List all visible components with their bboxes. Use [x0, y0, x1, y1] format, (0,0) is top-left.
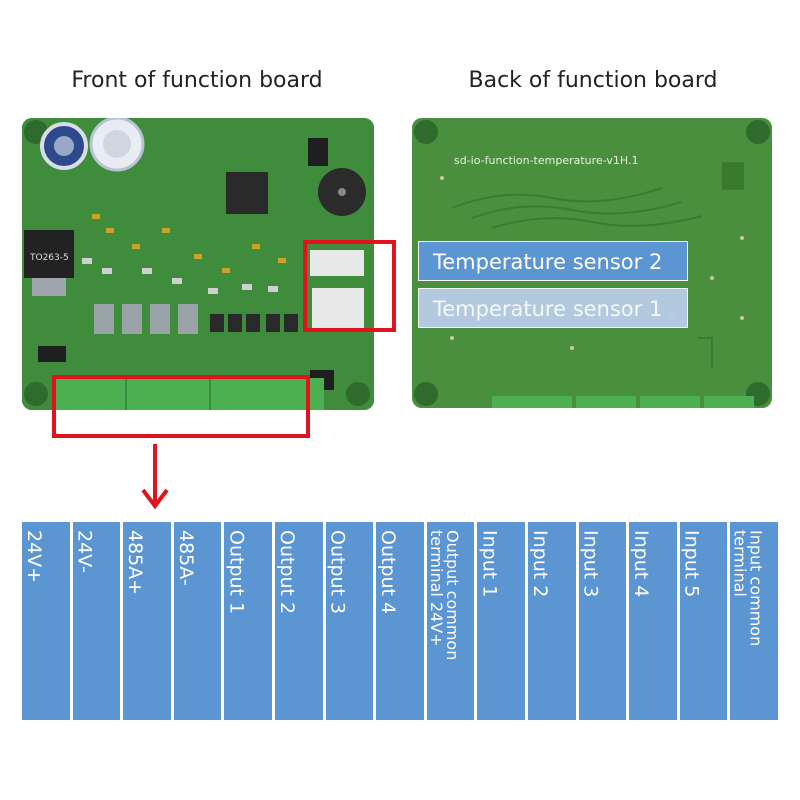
pinout-cell: 24V+	[22, 522, 70, 720]
board-silkscreen: sd-io-function-temperature-v1H.1	[454, 154, 638, 167]
terminal-block-callout	[52, 375, 310, 438]
pinout-label: Input 2	[528, 530, 551, 598]
pinout-label: Output 4	[377, 530, 400, 615]
pinout-label: Output 3	[326, 530, 349, 615]
sensor-connector-callout	[303, 240, 396, 332]
temperature-sensor-1-label: Temperature sensor 1	[418, 288, 688, 328]
front-board-image: TO263-5	[22, 118, 374, 410]
temperature-sensor-2-label: Temperature sensor 2	[418, 241, 688, 281]
pinout-label: 24V-	[73, 530, 96, 573]
back-board-caption: Back of function board	[468, 68, 718, 93]
pinout-label: Output 2	[275, 530, 298, 615]
pinout-cell: 24V-	[72, 522, 121, 720]
pinout-label: Input 1	[478, 530, 501, 598]
pinout-label: 24V+	[23, 530, 45, 584]
pinout-cell: Input 5	[679, 522, 728, 720]
pinout-label: Output 1	[225, 530, 248, 615]
pinout-cell: Output 2	[274, 522, 323, 720]
front-board-drawing: TO263-5	[22, 118, 374, 410]
pinout-cell: Input 3	[578, 522, 627, 720]
pinout-cell: Output 1	[224, 522, 272, 720]
pinout-cell: 485A-	[173, 522, 222, 720]
terminal-pinout-table: 24V+ 24V- 485A+ 485A- Output 1 Output 2 Output…	[22, 522, 778, 720]
pinout-cell: Output 4	[376, 522, 424, 720]
pinout-label: Output common terminal 24V+	[426, 530, 462, 661]
pinout-cell: Input 4	[629, 522, 677, 720]
pinout-label: Input common terminal	[730, 530, 766, 647]
front-board-caption: Front of function board	[71, 68, 323, 93]
pinout-label: Input 5	[680, 530, 703, 598]
pinout-cell: Input common terminal	[730, 522, 778, 720]
pinout-label: 485A+	[124, 530, 147, 596]
pinout-label: Input 4	[630, 530, 653, 598]
ic-label: TO263-5	[29, 253, 69, 263]
pinout-cell: Output common terminal 24V+	[426, 522, 475, 720]
pinout-label: Input 3	[579, 530, 602, 598]
pinout-cell: 485A+	[123, 522, 171, 720]
arrow-down-icon	[141, 444, 169, 510]
pinout-label: 485A-	[174, 530, 197, 586]
pinout-cell: Input 1	[477, 522, 525, 720]
pinout-cell: Output 3	[325, 522, 374, 720]
pinout-cell: Input 2	[527, 522, 576, 720]
